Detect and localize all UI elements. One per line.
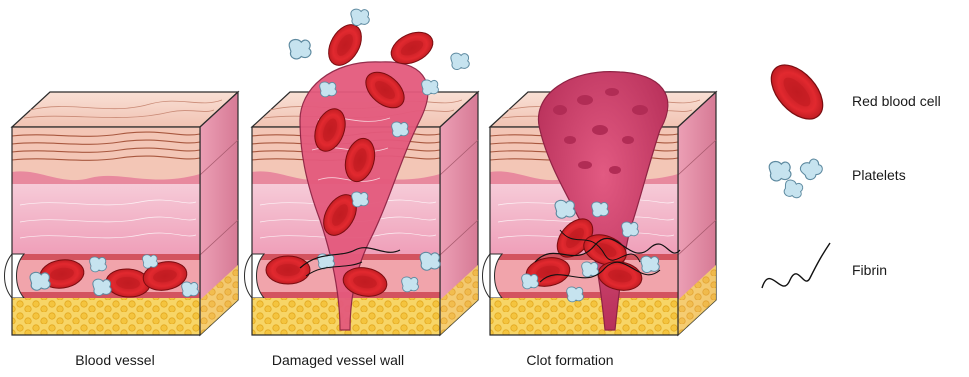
caption-blood-vessel: Blood vessel <box>45 352 185 368</box>
legend-label-fibrin: Fibrin <box>852 262 887 278</box>
legend <box>761 56 832 288</box>
legend-label-platelets: Platelets <box>852 167 906 183</box>
panel-damaged-vessel-wall <box>245 9 479 335</box>
legend-label-red-blood-cell: Red blood cell <box>852 93 941 109</box>
legend-red-blood-cell-icon <box>761 56 832 129</box>
panel-blood-vessel <box>5 92 239 335</box>
caption-damaged-vessel-wall: Damaged vessel wall <box>248 352 428 368</box>
legend-fibrin-icon <box>762 243 830 288</box>
panel-clot-formation <box>483 72 717 335</box>
caption-clot-formation: Clot formation <box>500 352 640 368</box>
legend-platelets-icon <box>769 157 825 201</box>
